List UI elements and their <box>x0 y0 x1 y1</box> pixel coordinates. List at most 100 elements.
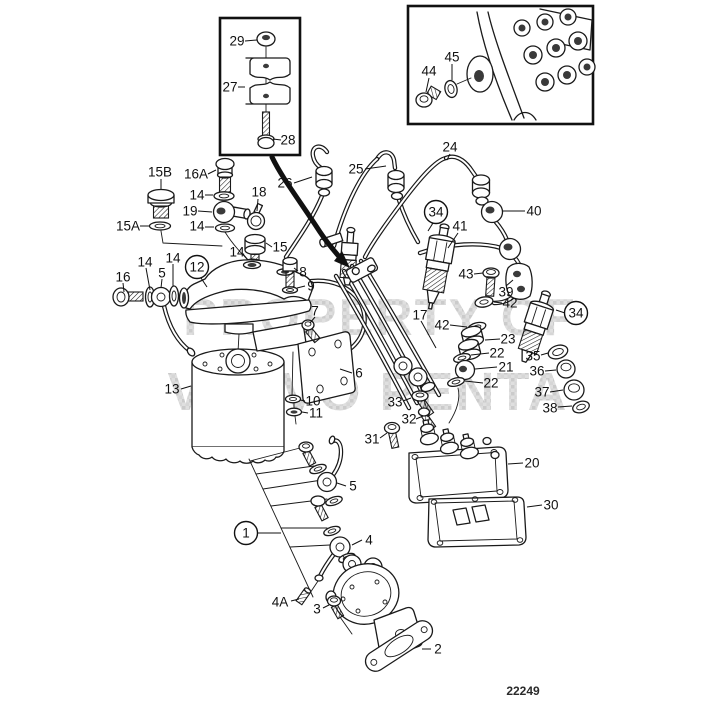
bracket-39 <box>505 262 533 300</box>
callout-circle-12 <box>184 254 210 280</box>
banjo-chain-group <box>248 435 356 598</box>
callout-circle-1 <box>233 520 259 546</box>
leader-line-10 <box>299 399 306 402</box>
figure-number: 22249 <box>506 684 540 698</box>
part-label-10: 10 <box>305 394 320 409</box>
part-label-9: 9 <box>307 279 315 294</box>
injector-b <box>517 290 555 363</box>
leak-off-line <box>417 200 533 308</box>
callout-circle-34 <box>563 300 589 326</box>
stud-16a <box>215 157 235 193</box>
part-label-29: 29 <box>229 34 244 49</box>
clamp-18 <box>246 202 266 231</box>
part-label-31: 31 <box>364 432 379 447</box>
part-label-13: 13 <box>164 382 179 397</box>
part-label-36: 36 <box>529 364 544 379</box>
part-label-19: 19 <box>182 204 197 219</box>
part-label-16A: 16A <box>184 167 208 182</box>
part-label-14: 14 <box>189 188 205 203</box>
seal-stack <box>547 344 590 414</box>
leader-line-3 <box>322 604 330 609</box>
gasket-2 <box>364 620 434 672</box>
part-label-8: 8 <box>299 265 307 280</box>
leader-line-22 <box>464 380 484 384</box>
part-label-25: 25 <box>348 162 363 177</box>
leader-line-4A <box>290 598 300 602</box>
part-label-23: 23 <box>500 332 515 347</box>
washer-45 <box>444 79 458 99</box>
banjo-bolt-15 <box>244 233 266 261</box>
leader-line-14 <box>242 253 249 261</box>
part-label-15A: 15A <box>116 219 140 234</box>
delivery-valve <box>419 419 439 446</box>
part-label-34: 34 <box>568 306 584 321</box>
hollow-screw-43 <box>482 267 500 297</box>
leader-line-17 <box>420 320 437 349</box>
bolt-28 <box>257 111 275 150</box>
washer-14e <box>168 285 180 307</box>
leader-line-6 <box>339 368 353 374</box>
part-label-11: 11 <box>309 406 323 421</box>
injector-cups <box>513 8 596 121</box>
washer-10 <box>284 394 302 404</box>
leader-line-13 <box>180 385 192 390</box>
part-label-27: 27 <box>222 80 237 95</box>
injector-a <box>422 223 456 310</box>
part-label-14: 14 <box>229 245 245 260</box>
part-label-39: 39 <box>498 285 513 300</box>
part-label-41: 41 <box>452 219 467 234</box>
banjo-cluster <box>393 356 413 376</box>
part-label-6: 6 <box>355 366 363 381</box>
leader-line-26 <box>293 176 313 184</box>
part-label-22: 22 <box>483 376 498 391</box>
leader-line-38 <box>557 405 573 408</box>
leader-line-5 <box>160 278 163 289</box>
leader-line-20 <box>507 462 524 465</box>
leader-line-33 <box>402 397 412 402</box>
part-label-24: 24 <box>442 140 458 155</box>
part-label-26: 26 <box>277 176 292 191</box>
part-label-30: 30 <box>543 498 558 513</box>
detail-arrow <box>269 154 350 268</box>
leader-line-11 <box>301 411 309 414</box>
pipe-union-nut-26 <box>315 165 333 197</box>
bracket-group <box>252 319 356 425</box>
pipe-union-nut-24 <box>471 174 491 206</box>
filter-header-group <box>112 157 313 357</box>
part-label-14: 14 <box>165 251 181 266</box>
washer-14a <box>213 191 235 201</box>
leader-line-12 <box>200 277 208 288</box>
part-label-15B: 15B <box>148 165 172 180</box>
leader-line-35 <box>540 352 549 356</box>
part-label-14: 14 <box>137 255 153 270</box>
bolt-16 <box>112 287 144 307</box>
part-label-33: 33 <box>387 395 402 410</box>
part-label-42: 42 <box>502 296 517 311</box>
elbow-19 <box>212 200 251 224</box>
part-label-17: 17 <box>412 308 427 323</box>
feed-pump-group <box>295 554 434 672</box>
pipe-union-nut-25 <box>387 169 405 201</box>
leader-line-22 <box>470 352 490 356</box>
leader-line-7 <box>309 316 316 324</box>
part-label-38: 38 <box>542 401 557 416</box>
part-label-43: 43 <box>458 267 473 282</box>
leader-line-18 <box>256 198 259 212</box>
leader-line-5 <box>336 482 347 487</box>
fuel-filter-13 <box>191 348 285 464</box>
leader-line-44 <box>425 77 430 93</box>
part-label-22: 22 <box>489 346 504 361</box>
part-label-18: 18 <box>251 185 266 200</box>
part-label-32: 32 <box>401 412 416 427</box>
bolt-8 <box>282 256 298 288</box>
leader-line-37 <box>549 389 564 393</box>
leader-line-16 <box>122 282 125 293</box>
part-label-2: 2 <box>434 642 442 657</box>
plug-15b <box>147 188 175 219</box>
clamp-27 <box>245 57 291 105</box>
callout-circle-34 <box>423 199 449 225</box>
leader-line-34 <box>555 309 566 314</box>
washer-9 <box>281 286 299 294</box>
pump-body-20 <box>408 446 509 504</box>
